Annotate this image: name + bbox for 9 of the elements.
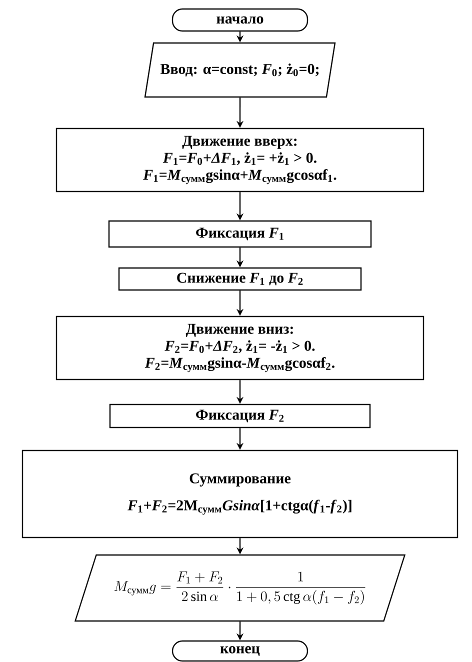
process-box: Фиксация F$_{2}$ bbox=[109, 404, 371, 428]
process-box: Движение вниз: F$_{2}$=F$_{0}$+ΔF$_{2}$, ż$_{1}$= -ż$_{1}$ > 0. F$_{2}$=M$_{сумм}$gsinα-M$_{сумм}$gcosαf$_{2}$. bbox=[56, 316, 424, 380]
process-box: Движение вверх: F$_{1}$=F$_{0}$+ΔF$_{1}$, ż$_{1}$= +ż$_{1}$ > 0. F$_{1}$=M$_{сумм}$gsinα+M$_{сумм}$gcosαf$_{1}$. bbox=[56, 128, 424, 192]
process-box: Фиксация F$_{1}$ bbox=[108, 220, 372, 248]
end-terminator: конец bbox=[172, 640, 308, 662]
process-box: Снижение F$_{1}$ до F$_{2}$ bbox=[118, 267, 362, 291]
process-box: Суммирование F$_{1}$+F$_{2}$=2M$_{сумм}$Gsinα[1+ctgα(f$_{1}$-f$_{2}$)] bbox=[22, 450, 458, 538]
start-terminator: начало bbox=[172, 8, 308, 32]
input-parallelogram: Ввод: α=const; F$_{0}$; ż$_{0}$=0; bbox=[144, 42, 336, 98]
